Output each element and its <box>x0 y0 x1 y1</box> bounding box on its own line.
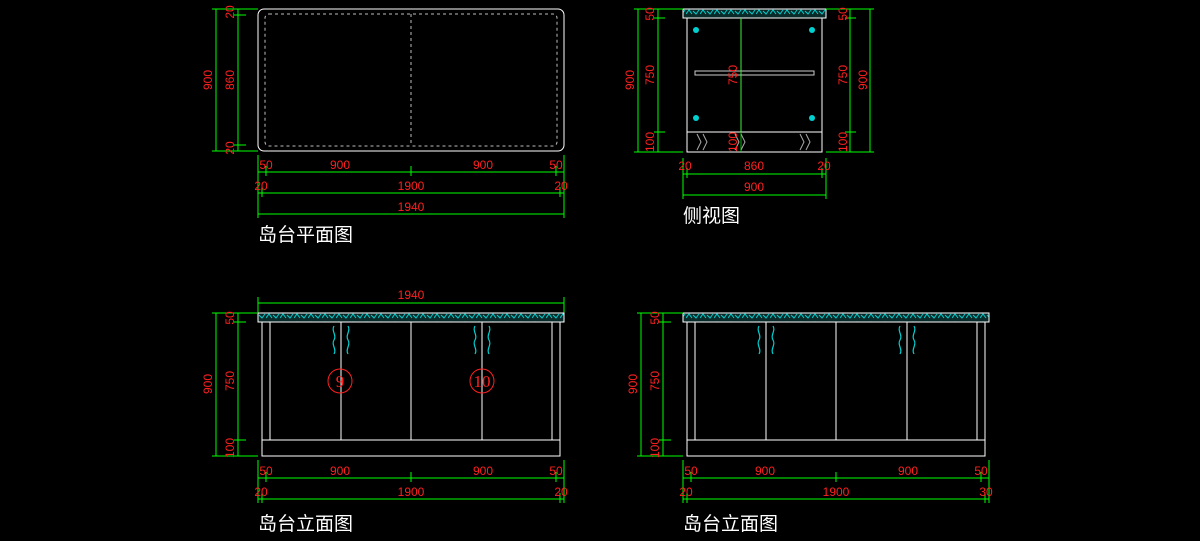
side-dim-inside-bottom: 100 <box>726 132 740 152</box>
plan-dim-b1-2: 900 <box>473 158 493 172</box>
side-dim-left-mid: 750 <box>643 65 657 85</box>
elev-right-dim-b2-1: 1900 <box>823 485 850 499</box>
elev-left-dim-b1-2: 900 <box>473 464 493 478</box>
elev-left-dim-b2-1: 1900 <box>398 485 425 499</box>
elev-left-countertop <box>257 312 565 323</box>
elev-left-dim-left-mid: 750 <box>223 371 237 391</box>
plan-view: 900 20 860 20 50 900 900 50 20 1900 20 1… <box>201 5 568 246</box>
elev-left-dim-left-top: 50 <box>223 311 237 325</box>
elev-right-dim-b2-0: 20 <box>679 485 693 499</box>
elev-right-dim-b1-3: 50 <box>974 464 988 478</box>
elev-right-dim-left-top: 50 <box>648 311 662 325</box>
side-dim-b1-0: 20 <box>678 159 692 173</box>
plan-vertical-dim-lines <box>212 8 258 152</box>
side-view: 900 50 750 100 50 750 100 900 750 100 <box>623 7 874 227</box>
plan-outline <box>257 8 565 152</box>
side-dim-right-mid: 750 <box>836 65 850 85</box>
elev-right-title: 岛台立面图 <box>683 513 778 535</box>
side-dim-right-top: 50 <box>836 7 850 21</box>
elev-right-door-lines <box>694 322 978 440</box>
right-elevation-view: 900 50 750 100 50 900 900 50 20 1900 30 … <box>626 311 993 535</box>
plan-dim-right-mid: 860 <box>223 70 237 90</box>
side-plinth <box>686 131 823 153</box>
side-dim-inside-mid: 750 <box>726 65 740 85</box>
elev-left-bottom-dim-lines <box>257 460 565 503</box>
plan-dim-b1-0: 50 <box>259 158 273 172</box>
side-legs <box>696 133 811 151</box>
elev-left-callout-10: 10 <box>469 368 495 394</box>
left-elevation-view: 1940 9 10 <box>201 288 568 535</box>
elev-left-dim-left-outer: 900 <box>201 374 215 394</box>
elev-left-dim-b1-1: 900 <box>330 464 350 478</box>
elev-right-dim-left-bottom: 100 <box>648 438 662 458</box>
elev-right-vertical-dim-lines <box>637 312 683 457</box>
side-dim-left-outer: 900 <box>623 70 637 90</box>
elev-right-dim-left-outer: 900 <box>626 374 640 394</box>
elev-left-vertical-dim-lines <box>212 312 258 457</box>
side-dim-b1-2: 20 <box>817 159 831 173</box>
elev-right-dim-b1-2: 900 <box>898 464 918 478</box>
plan-horizontal-dim-lines <box>257 155 565 218</box>
side-dim-left-top: 50 <box>643 7 657 21</box>
side-dim-left-bottom: 100 <box>643 132 657 152</box>
callout-9-label: 9 <box>336 372 345 391</box>
plan-dim-right-bottom: 20 <box>223 141 237 155</box>
callout-10-label: 10 <box>474 372 491 391</box>
plan-dim-b2-1: 1900 <box>398 179 425 193</box>
plan-dim-left-outer: 900 <box>201 70 215 90</box>
elev-left-top-dim-lines <box>257 297 565 313</box>
side-right-dim-lines <box>826 8 874 153</box>
side-shelf <box>694 70 815 76</box>
elev-right-dim-b1-0: 50 <box>684 464 698 478</box>
elev-left-dim-left-bottom: 100 <box>223 438 237 458</box>
elev-left-dim-top: 1940 <box>398 288 425 302</box>
elev-left-callout-9: 9 <box>327 368 353 394</box>
elev-left-title: 岛台立面图 <box>258 513 353 535</box>
plan-dim-b2-2: 20 <box>554 179 568 193</box>
side-bottom-dim-lines <box>682 158 827 199</box>
elev-right-dim-left-mid: 750 <box>648 371 662 391</box>
side-dim-right-bottom: 100 <box>836 132 850 152</box>
side-countertop <box>682 8 827 19</box>
elev-right-dim-b2-2: 30 <box>979 485 993 499</box>
side-left-dim-lines <box>634 8 683 153</box>
side-dim-right-outer: 900 <box>856 70 870 90</box>
side-hinges <box>693 27 815 121</box>
elev-right-countertop <box>682 312 990 323</box>
elev-left-dim-b1-0: 50 <box>259 464 273 478</box>
elev-left-dim-b2-0: 20 <box>254 485 268 499</box>
elev-left-door-lines <box>269 322 553 440</box>
elev-left-plinth <box>261 439 561 457</box>
side-dim-b1-1: 860 <box>744 159 764 173</box>
plan-dim-b1-3: 50 <box>549 158 563 172</box>
elev-left-handles <box>332 325 491 355</box>
plan-dim-b3: 1940 <box>398 200 425 214</box>
plan-dim-b1-1: 900 <box>330 158 350 172</box>
plan-view-title: 岛台平面图 <box>258 224 353 246</box>
elev-right-handles <box>757 325 916 355</box>
elev-left-dim-b1-3: 50 <box>549 464 563 478</box>
side-view-title: 侧视图 <box>683 205 740 227</box>
elev-right-plinth <box>686 439 986 457</box>
plan-dim-b2-0: 20 <box>254 179 268 193</box>
side-dim-b2: 900 <box>744 180 764 194</box>
elev-right-bottom-dim-lines <box>682 460 990 503</box>
elev-right-dim-b1-1: 900 <box>755 464 775 478</box>
elev-left-dim-b2-2: 20 <box>554 485 568 499</box>
plan-dim-right-top: 20 <box>223 5 237 19</box>
